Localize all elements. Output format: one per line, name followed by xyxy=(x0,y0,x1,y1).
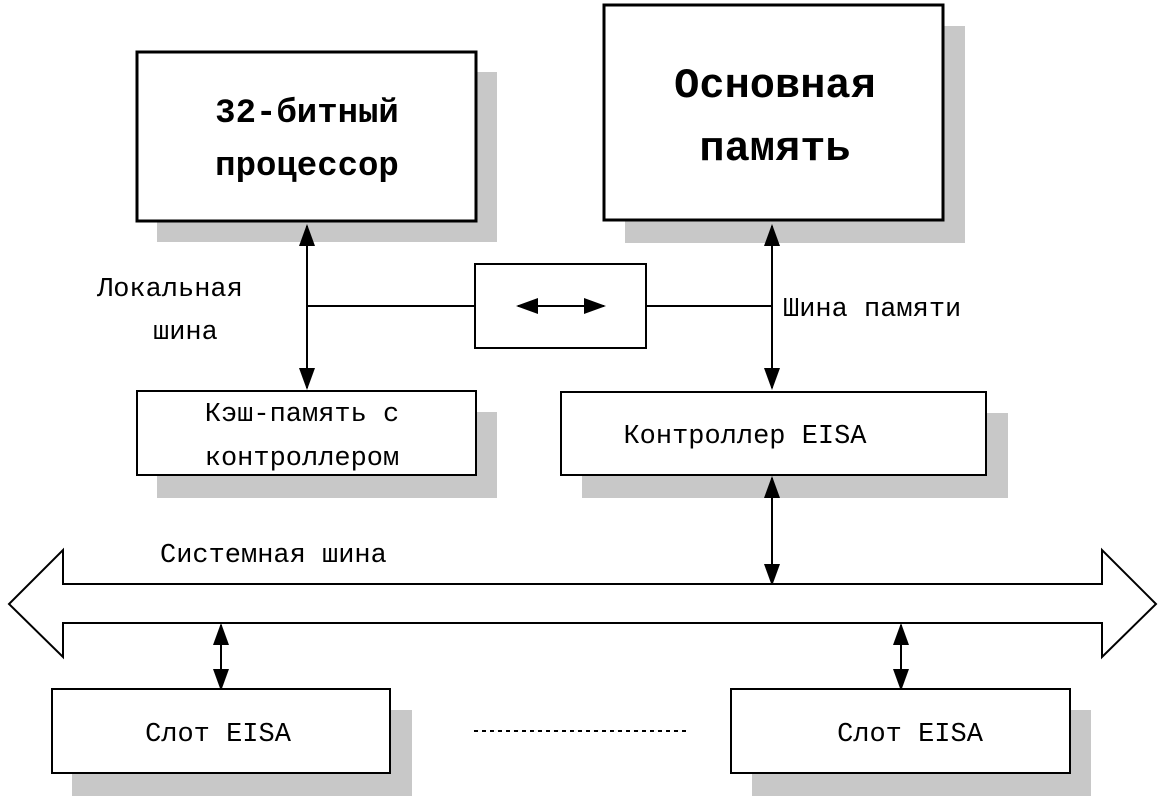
eisa-slot-left-frame xyxy=(51,688,391,774)
cpu-box: 32-битный процессор xyxy=(135,50,497,242)
eisa-slot-right-label: Слот EISA xyxy=(837,720,984,750)
main-memory-label-line1: Основная xyxy=(674,62,876,110)
cache-box-frame xyxy=(136,390,477,476)
main-memory-label-line2: память xyxy=(699,125,850,173)
cache-label-line2: контроллером xyxy=(205,444,399,474)
system-bus-label: Системная шина xyxy=(160,541,387,571)
cpu-label-line1: 32-битный xyxy=(215,95,399,133)
eisa-slot-left-label: Слот EISA xyxy=(145,720,292,750)
eisa-controller-box-frame xyxy=(560,391,987,476)
local-bus-label-line1: Локальная xyxy=(96,275,243,305)
eisa-slot-right: Слот EISA xyxy=(730,688,1091,796)
cache-box: Кэш-память с контроллером xyxy=(136,390,497,498)
cpu-box-frame xyxy=(135,50,478,223)
memory-bus-label: Шина памяти xyxy=(783,295,961,325)
cpu-label-line2: процессор xyxy=(215,148,399,186)
bridge-box xyxy=(474,263,647,349)
system-bus-arrow xyxy=(7,547,1158,660)
eisa-controller-box: Контроллер EISA xyxy=(560,391,1008,498)
cache-label-line1: Кэш-память с xyxy=(205,400,399,430)
eisa-controller-label: Контроллер EISA xyxy=(623,422,867,452)
eisa-slot-right-frame xyxy=(730,688,1071,774)
eisa-slot-left: Слот EISA xyxy=(51,688,412,796)
local-bus-label-line2: шина xyxy=(153,318,218,348)
main-memory-box: Основная память xyxy=(602,3,965,243)
main-memory-box-frame xyxy=(602,3,945,222)
